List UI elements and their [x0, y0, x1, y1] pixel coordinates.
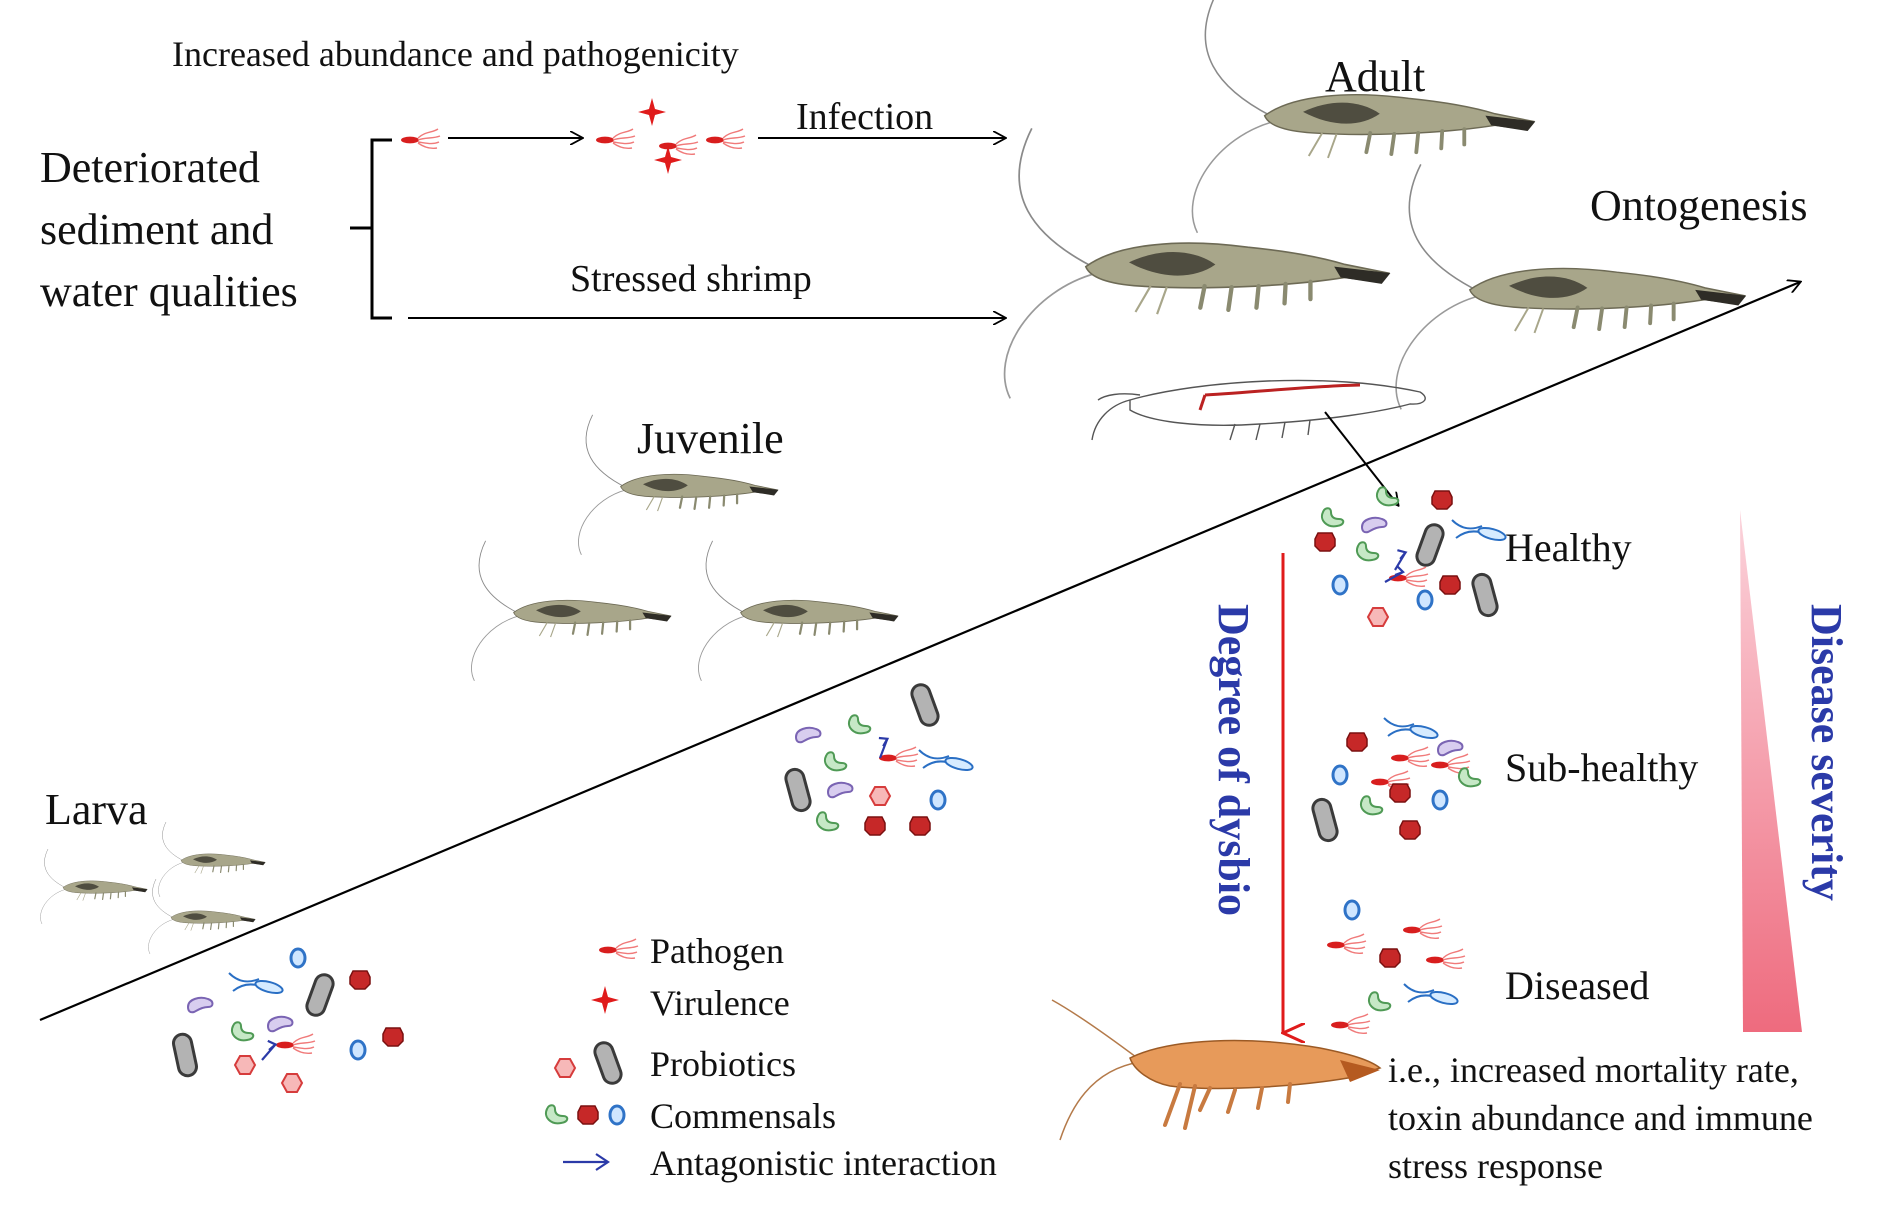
deteriorated-label-line1: Deteriorated	[40, 143, 260, 192]
pathogen-icon	[658, 134, 699, 156]
outcome-line1: i.e., increased mortality rate,	[1388, 1050, 1799, 1090]
larva-microbiota-cluster	[170, 947, 404, 1093]
stressed-shrimp-label: Stressed shrimp	[570, 258, 812, 300]
sub-healthy-microbiota-cluster	[1309, 717, 1482, 845]
outcome-line2: toxin abundance and immune	[1388, 1098, 1813, 1138]
degree-of-dysbio-label: Degree of dysbio	[1209, 604, 1258, 917]
pathogen-icon	[595, 128, 636, 150]
legend-pathogen-label: Pathogen	[650, 931, 784, 971]
pathogen-icon	[705, 128, 746, 150]
legend	[544, 938, 639, 1171]
increased-abundance-label: Increased abundance and pathogenicity	[172, 34, 739, 74]
legend-commensal-red-icon	[577, 1105, 599, 1125]
legend-commensal-blue-icon	[608, 1104, 626, 1126]
gut-outline-icon	[1091, 379, 1426, 441]
diseased-label: Diseased	[1505, 963, 1650, 1008]
outcome-line3: stress response	[1388, 1146, 1603, 1186]
diseased-shrimp-icon	[1051, 999, 1382, 1141]
larva-label: Larva	[45, 785, 148, 834]
legend-commensals-label: Commensals	[650, 1096, 836, 1136]
legend-virulence-icon	[591, 986, 619, 1014]
larva-shrimp-icon	[39, 821, 267, 955]
diseased-microbiota-cluster	[1326, 899, 1466, 1035]
sub-healthy-label: Sub-healthy	[1505, 745, 1699, 790]
virulence-icon	[638, 98, 666, 126]
adult-label: Adult	[1325, 52, 1426, 101]
bracket	[370, 138, 392, 320]
deteriorated-label-line3: water qualities	[40, 267, 298, 316]
legend-probiotic-hex-icon	[554, 1058, 576, 1078]
severity-wedge	[1740, 510, 1802, 1032]
juvenile-label: Juvenile	[637, 414, 784, 463]
pathogen-icon	[400, 128, 441, 150]
legend-commensal-bean-icon	[544, 1104, 569, 1125]
disease-severity-label: Disease severity	[1802, 604, 1851, 901]
infection-label: Infection	[796, 96, 934, 138]
healthy-label: Healthy	[1505, 525, 1632, 570]
legend-probiotic-rod-icon	[590, 1038, 626, 1088]
ontogenesis-label: Ontogenesis	[1590, 181, 1808, 230]
legend-probiotics-label: Probiotics	[650, 1044, 797, 1084]
juvenile-microbiota-cluster	[782, 680, 975, 836]
deteriorated-label-line2: sediment and	[40, 205, 274, 254]
gut-arrow	[1324, 411, 1398, 505]
ontogenesis-axis	[39, 282, 1800, 1022]
legend-pathogen-icon	[598, 938, 639, 960]
legend-virulence-label: Virulence	[650, 983, 790, 1023]
healthy-microbiota-cluster	[1314, 486, 1508, 627]
legend-antagonistic-label: Antagonistic interaction	[650, 1143, 997, 1183]
